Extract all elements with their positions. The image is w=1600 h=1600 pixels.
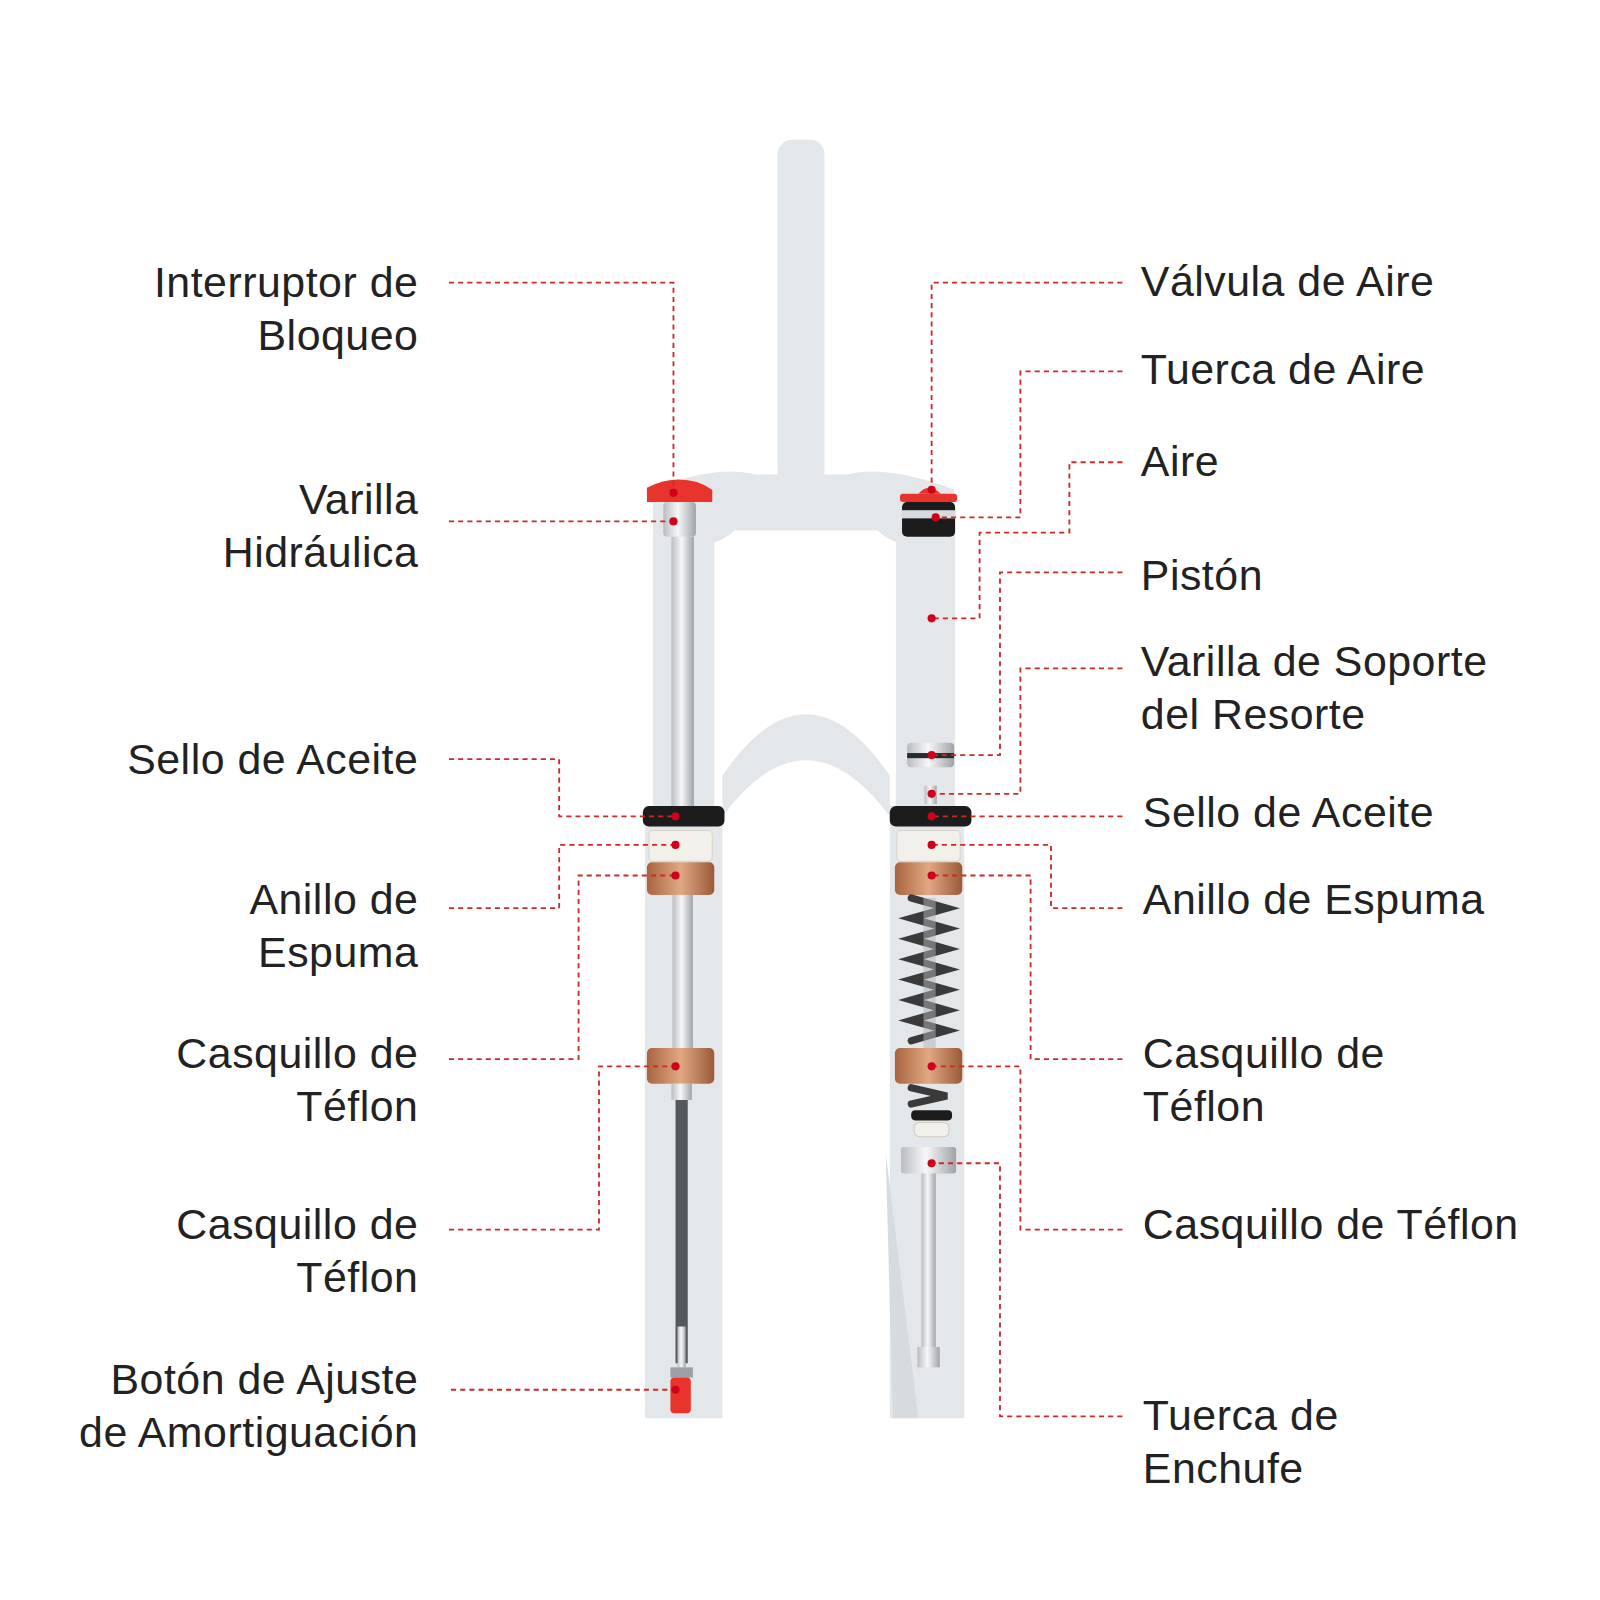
leader-dots <box>669 486 939 1394</box>
part-label: Aire <box>1141 435 1590 488</box>
air-spring-parts <box>890 488 972 1368</box>
part-label: Casquillo de Téflon <box>112 1198 418 1304</box>
leader-lines <box>449 283 1122 1417</box>
part-label: Tuerca de Enchufe <box>1143 1389 1449 1495</box>
part-label: Válvula de Aire <box>1141 255 1590 308</box>
part-label: Casquillo de Téflon <box>1143 1198 1592 1251</box>
part-label: Varilla Hidráulica <box>194 473 418 579</box>
part-label: Interruptor de Bloqueo <box>112 256 418 362</box>
part-label: Sello de Aceite <box>10 734 418 787</box>
part-label: Botón de Ajuste de Amortiguación <box>66 1353 418 1459</box>
part-label: Varilla de Soporte del Resorte <box>1141 635 1519 741</box>
part-label: Casquillo de Téflon <box>1143 1028 1449 1134</box>
part-label: Tuerca de Aire <box>1141 343 1590 396</box>
part-label: Anillo de Espuma <box>1143 873 1592 926</box>
fork-body <box>645 140 964 1419</box>
damper-parts <box>643 480 725 1414</box>
part-label: Anillo de Espuma <box>194 873 418 979</box>
part-label: Casquillo de Téflon <box>112 1028 418 1134</box>
part-label: Pistón <box>1141 549 1590 602</box>
part-label: Sello de Aceite <box>1143 786 1592 839</box>
